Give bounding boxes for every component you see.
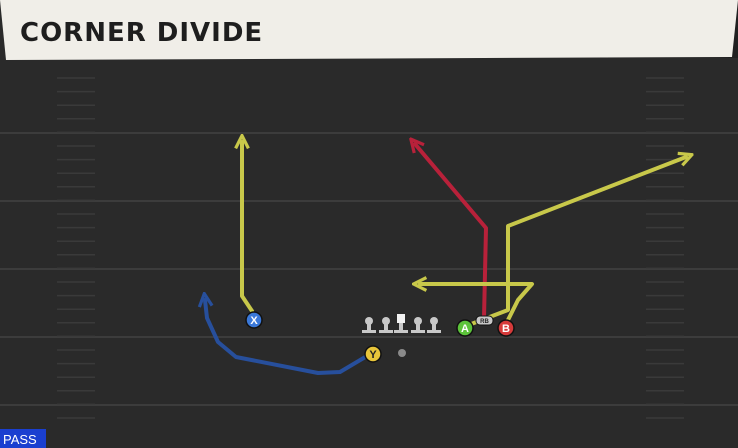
player-x-label: X (250, 315, 258, 327)
lineman-icon (411, 317, 425, 333)
offensive-line (362, 314, 441, 333)
route-y-wheel (205, 300, 374, 375)
play-type-label: PASS (3, 432, 37, 447)
center-icon (394, 314, 408, 333)
player-b-badge[interactable]: B (497, 319, 515, 337)
player-a-badge[interactable]: A (456, 319, 474, 337)
player-b-label: B (502, 323, 510, 335)
player-a-label: A (461, 323, 469, 335)
route-b-drag (420, 284, 534, 328)
route-rb-post (415, 144, 488, 320)
quarterback-marker (398, 349, 406, 357)
player-y-label: Y (369, 349, 377, 361)
play-header: CORNER DIVIDE (0, 0, 738, 60)
player-rb-label: RB (480, 319, 489, 325)
player-x-badge[interactable]: X (245, 311, 263, 329)
yard-lines (0, 132, 738, 406)
play-title: CORNER DIVIDE (20, 18, 263, 48)
hash-marks-left (57, 77, 95, 419)
player-y-badge[interactable]: Y (364, 345, 382, 363)
lineman-icon (427, 317, 441, 333)
lineman-icon (379, 317, 393, 333)
route-x-go (242, 142, 254, 313)
player-rb-badge[interactable]: RB (475, 315, 494, 326)
play-type-badge: PASS (0, 429, 46, 448)
lineman-icon (362, 317, 376, 333)
